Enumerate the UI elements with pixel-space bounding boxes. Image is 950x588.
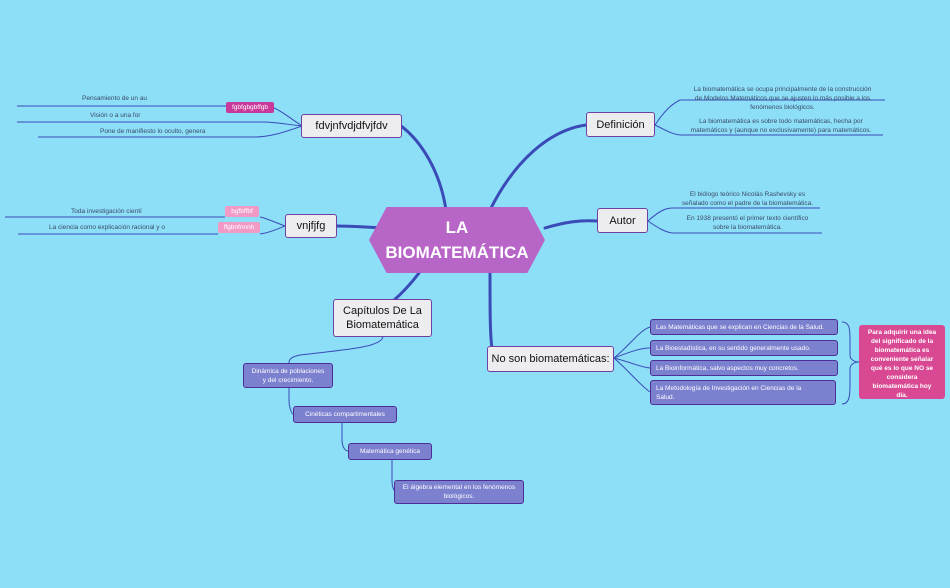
topic-label: fdvjnfvdjdfvjfdv [315, 120, 388, 132]
topic-label: Autor [609, 214, 636, 227]
leaf-pone-de-manifiesto[interactable]: Pone de manifiesto lo oculto, genera [100, 128, 206, 135]
topic-autor[interactable]: Autor [597, 208, 648, 233]
capitulo-cineticas[interactable]: Cinéticas compartimentales [293, 406, 397, 423]
central-title-line1: LA [445, 218, 469, 237]
no-son-item-bioestadistica[interactable]: La Bioestadística, en su sentido general… [650, 340, 838, 356]
no-son-item-metodologia[interactable]: La Metodología de Investigación en Cienc… [650, 380, 836, 405]
tag-ffgbnfnnnh[interactable]: ffgbnfnnnh [218, 222, 260, 233]
capitulo-matematica-genetica[interactable]: Matemática genética [348, 443, 432, 460]
tag-bgfbffbf[interactable]: bgfbffbf [225, 206, 259, 217]
no-son-item-matematicas[interactable]: Las Matemáticas que se explican en Cienc… [650, 319, 838, 335]
autor-note-2[interactable]: En 1938 presentó el primer texto científ… [686, 215, 809, 231]
topic-fdvjnfvdjdfvjfdv[interactable]: fdvjnfvdjdfvjfdv [301, 114, 402, 138]
central-topic[interactable]: LA BIOMATEMÁTICA [369, 207, 545, 273]
leaf-toda-investigacion[interactable]: Toda investigación cientí [71, 208, 142, 215]
topic-label-line2: Biomatemática [346, 319, 419, 331]
central-title-line2: BIOMATEMÁTICA [385, 243, 529, 262]
topic-capitulos[interactable]: Capítulos De La Biomatemática [333, 299, 432, 337]
topic-definicion[interactable]: Definición [586, 112, 655, 137]
topic-label: Definición [596, 118, 645, 131]
topic-vnjfjfg[interactable]: vnjfjfg [285, 214, 337, 238]
definicion-note-2[interactable]: La biomatemática es sobre todo matemátic… [690, 118, 872, 134]
no-son-item-bioinformatica[interactable]: La Bioinformática, salvo aspectos muy co… [650, 360, 838, 376]
leaf-la-ciencia[interactable]: La ciencia como explicación racional y o [49, 224, 165, 231]
leaf-vision[interactable]: Visión o a una for [90, 112, 141, 119]
topic-label: vnjfjfg [296, 220, 326, 232]
tag-fgbfgbgbffgb[interactable]: fgbfgbgbffgb [226, 102, 274, 113]
definicion-note-1[interactable]: La biomatemática se ocupa principalmente… [693, 86, 872, 111]
topic-label-line1: Capítulos De La [343, 305, 422, 317]
topic-no-son-biomatematicas[interactable]: No son biomatemáticas: [487, 346, 614, 372]
leaf-pensamiento[interactable]: Pensamiento de un au [82, 95, 148, 102]
topic-label: No son biomatemáticas: [491, 353, 610, 365]
